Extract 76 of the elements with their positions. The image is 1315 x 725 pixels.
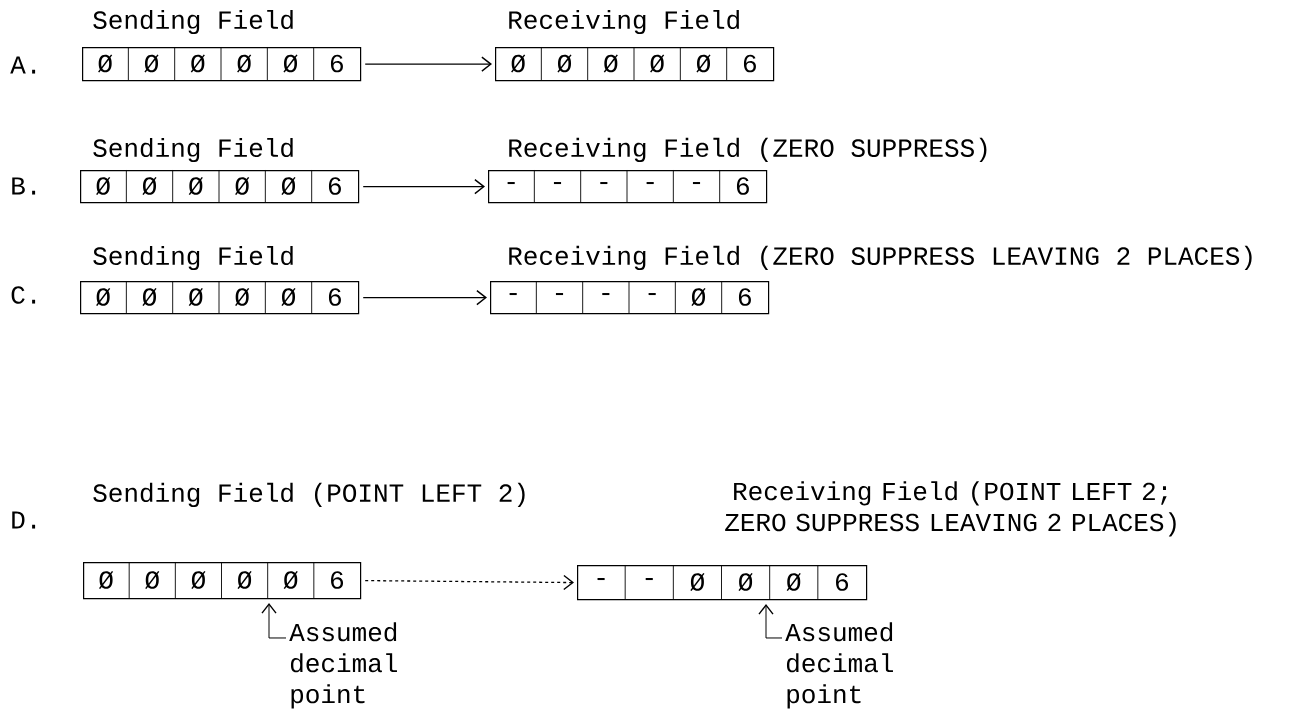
- node-label: -: [555, 293, 564, 296]
- node-label: Ø: [235, 287, 250, 307]
- node-label: Ø: [144, 54, 159, 73]
- leader-line: [758, 603, 783, 639]
- node-label: 6: [836, 573, 849, 591]
- node-label: -: [507, 182, 515, 185]
- node-label: Ø: [511, 54, 526, 73]
- field-heading: Receiving Field: [509, 9, 739, 35]
- node-label: 6: [328, 288, 341, 306]
- node-label: Ø: [650, 54, 665, 73]
- node-label: Ø: [142, 287, 157, 307]
- field-heading: Sending Field (POINT LEFT 2): [93, 482, 525, 508]
- annotation-text: Assumed decimal point: [785, 622, 893, 709]
- field-box: Ø Ø Ø Ø Ø 6: [495, 46, 775, 82]
- node-label: Ø: [188, 287, 203, 307]
- arrow: [362, 178, 485, 195]
- node-label: Ø: [696, 54, 711, 73]
- field-heading: Receiving Field (ZERO SUPPRESS LEAVING 2 PLACES): [509, 245, 1252, 271]
- node-label: Ø: [786, 572, 801, 592]
- arrow: [364, 574, 574, 591]
- field-heading: Receiving Field (ZERO SUPPRESS): [509, 137, 987, 163]
- node-label: 6: [743, 54, 756, 73]
- node-label: 6: [738, 288, 751, 306]
- node-label: Ø: [191, 570, 206, 590]
- field-heading: Receiving Field (POINT LEFT 2; ZERO SUPPRESS LEAVING 2 PLACES): [725, 481, 1176, 537]
- node-label: Ø: [145, 570, 160, 590]
- node-label: -: [692, 182, 701, 185]
- node-label: Ø: [190, 54, 205, 73]
- node-label: Ø: [98, 54, 113, 73]
- node-label: Ø: [557, 54, 572, 73]
- node-label: 6: [330, 54, 343, 73]
- node-label: 6: [736, 177, 749, 195]
- node-label: Ø: [281, 287, 296, 307]
- row-letter: C.: [11, 286, 36, 304]
- node-label: Ø: [281, 176, 296, 196]
- field-box: Ø Ø Ø Ø Ø 6: [80, 169, 360, 204]
- field-heading: Sending Field: [93, 137, 293, 163]
- node-label: 6: [328, 177, 341, 195]
- node-label: -: [602, 293, 610, 296]
- node-label: 6: [331, 571, 344, 589]
- node-label: -: [597, 578, 605, 581]
- node-label: Ø: [188, 176, 203, 196]
- row-letter: D.: [12, 511, 36, 529]
- arrow: [362, 289, 487, 306]
- node-label: Ø: [603, 54, 618, 73]
- node-label: Ø: [235, 176, 250, 196]
- node-label: Ø: [237, 570, 252, 590]
- node-label: Ø: [96, 287, 111, 307]
- node-label: Ø: [237, 54, 252, 73]
- field-box: - - Ø Ø Ø 6: [577, 564, 868, 601]
- row-letter: B.: [12, 177, 36, 195]
- field-box: Ø Ø Ø Ø Ø 6: [82, 46, 362, 82]
- arrow: [364, 56, 492, 72]
- field-box: - - - - Ø 6: [490, 280, 770, 315]
- leader-line: [261, 602, 287, 639]
- node-label: Ø: [283, 54, 298, 73]
- node-label: Ø: [99, 570, 114, 590]
- node-label: -: [509, 293, 517, 296]
- node-label: Ø: [738, 572, 753, 592]
- field-heading: Sending Field: [93, 245, 293, 271]
- row-letter: A.: [10, 56, 36, 74]
- node-label: -: [645, 578, 653, 581]
- node-label: -: [648, 293, 656, 296]
- node-label: Ø: [142, 176, 157, 196]
- field-box: Ø Ø Ø Ø Ø 6: [83, 561, 362, 600]
- field-box: - - - - - 6: [488, 169, 768, 204]
- node-label: -: [646, 182, 654, 185]
- node-label: Ø: [283, 570, 298, 590]
- node-label: Ø: [96, 176, 111, 196]
- field-heading: Sending Field: [93, 9, 293, 35]
- node-label: -: [553, 182, 562, 185]
- node-label: Ø: [691, 287, 706, 307]
- annotation-text: Assumed decimal point: [289, 622, 397, 709]
- node-label: Ø: [690, 572, 705, 592]
- field-box: Ø Ø Ø Ø Ø 6: [80, 280, 360, 315]
- node-label: -: [600, 182, 608, 185]
